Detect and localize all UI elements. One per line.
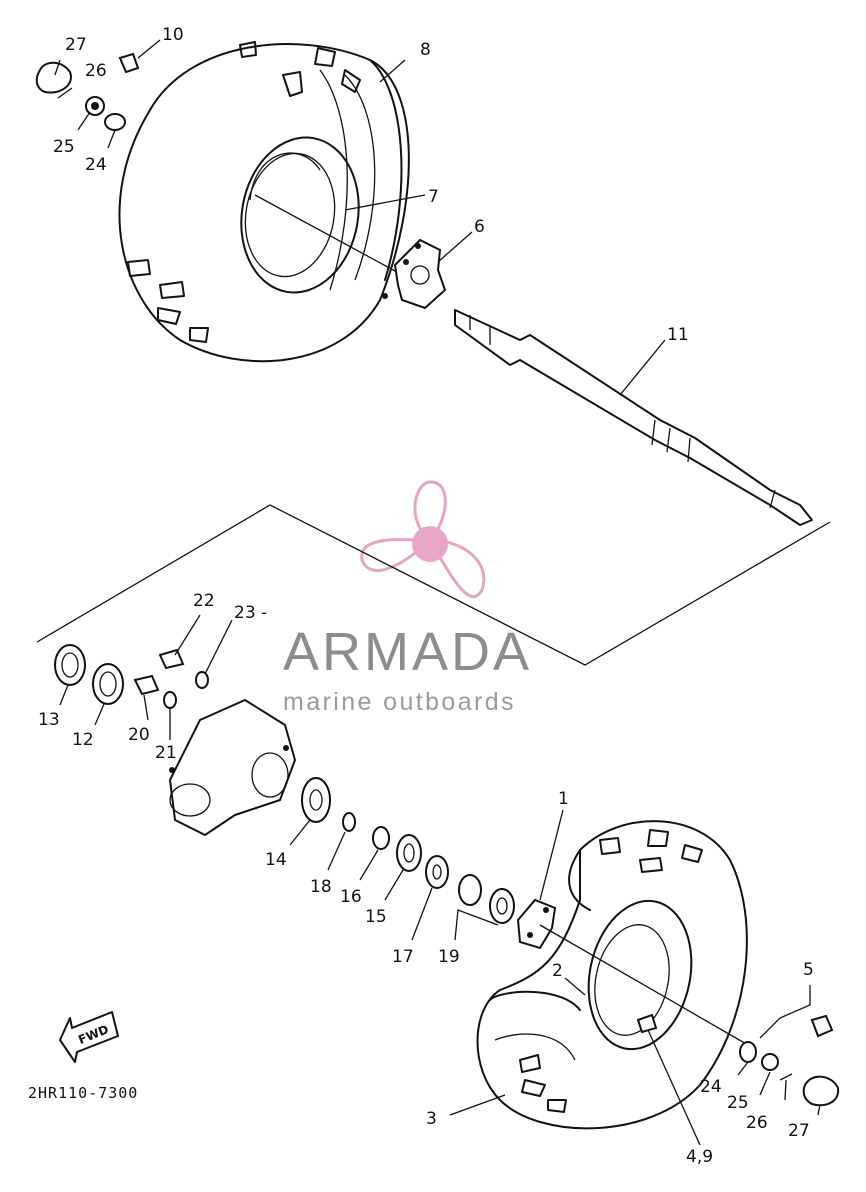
fwd-label: FWD [76,1022,110,1047]
pin-26-lower [779,1073,793,1081]
drive-shaft [454,309,813,526]
seal-13 [54,644,86,686]
upper-wheel-nut-set [35,52,140,131]
watermark-title: ARMADA [283,622,532,682]
label-27-lower: 27 [788,1121,810,1141]
bearing-19 [458,874,515,924]
label-12: 12 [72,730,94,750]
lower-hub [516,898,557,950]
label-22: 22 [193,591,215,611]
propeller-logo-icon [360,480,486,599]
label-18: 18 [310,877,332,897]
watermark-subtitle: marine outboards [283,688,516,716]
lower-wheel-tire [476,820,748,1130]
label-26-lower: 26 [746,1113,768,1133]
label-7: 7 [428,187,439,207]
label-16: 16 [340,887,362,907]
label-10: 10 [162,25,184,45]
collar-16 [372,826,390,850]
label-25-lower: 25 [727,1093,749,1113]
label-24-lower: 24 [700,1077,722,1097]
label-2: 2 [552,961,563,981]
label-3: 3 [426,1109,437,1129]
stud-4-9 [636,1013,658,1034]
label-25-upper: 25 [53,137,75,157]
label-6: 6 [474,217,485,237]
bolt-20 [133,674,160,696]
label-27-upper: 27 [65,35,87,55]
assembly-guideline [36,504,831,666]
fwd-arrow: FWD [59,1011,119,1063]
label-17: 17 [392,947,414,967]
label-24-upper: 24 [85,155,107,175]
circlip-18 [342,812,356,832]
label-19: 19 [438,947,460,967]
seal-15 [396,834,422,872]
label-11: 11 [667,325,689,345]
bearing-12 [92,663,124,705]
label-4-9: 4,9 [686,1147,713,1167]
lower-axle-centerline [539,924,749,1046]
washer-21 [163,691,177,709]
leader-lines [54,39,821,1146]
label-13: 13 [38,710,60,730]
label-5: 5 [803,960,814,980]
nut-25-lower [761,1053,779,1071]
diagram-code: 2HR110-7300 [28,1084,138,1102]
upper-hub [382,238,447,310]
washer-17 [425,855,449,889]
label-1: 1 [558,789,569,809]
label-26-upper: 26 [85,61,107,81]
bolt-22 [158,648,185,670]
label-21: 21 [155,743,177,763]
washer-24-lower [739,1041,757,1063]
label-8: 8 [420,40,431,60]
seal-14 [301,777,331,823]
nut-5 [810,1014,834,1038]
part-labels: 8 7 6 11 10 27 26 25 24 22 23 - 13 12 20… [38,25,814,1167]
label-23: 23 - [234,603,267,623]
washer-23 [195,671,209,689]
watermark: ARMADA marine outboards [283,480,532,716]
label-20: 20 [128,725,150,745]
label-15: 15 [365,907,387,927]
gear-case [169,699,296,836]
cap-27-lower [802,1075,840,1107]
upper-wheel-tire [118,41,410,363]
label-14: 14 [265,850,287,870]
